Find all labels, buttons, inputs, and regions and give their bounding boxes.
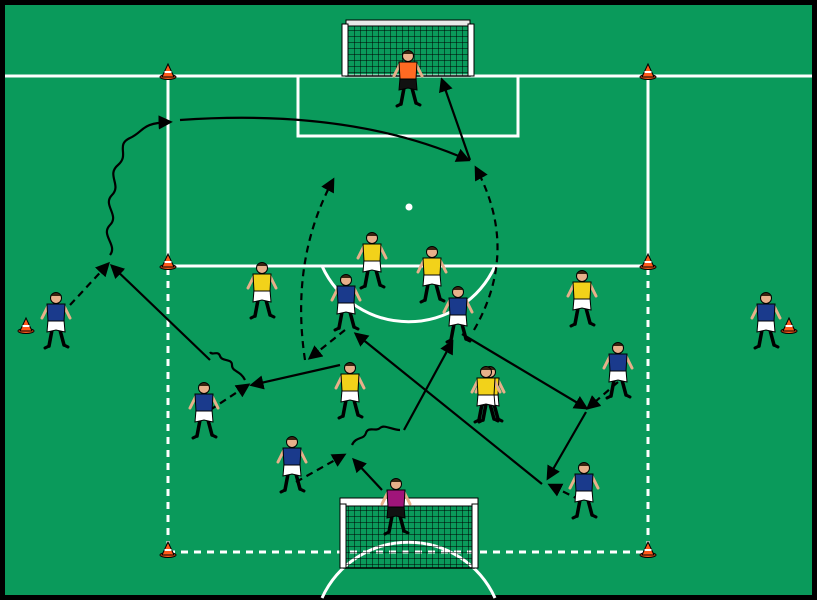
cone-icon bbox=[639, 62, 657, 80]
player-icon bbox=[246, 262, 278, 320]
arrow-icon bbox=[69, 261, 110, 306]
goalkeeper-icon bbox=[380, 478, 412, 536]
cone-icon bbox=[159, 540, 177, 558]
player-icon bbox=[442, 286, 474, 344]
arrow-icon bbox=[439, 77, 472, 161]
goalkeeper-icon bbox=[392, 50, 424, 108]
cone-icon bbox=[780, 316, 798, 334]
player-icon bbox=[566, 270, 598, 328]
player-icon bbox=[416, 246, 448, 304]
arrow-icon bbox=[209, 351, 246, 381]
cone-icon bbox=[159, 252, 177, 270]
penalty-spot bbox=[405, 203, 413, 211]
player-icon bbox=[602, 342, 634, 400]
cone-icon bbox=[639, 540, 657, 558]
player-icon bbox=[330, 274, 362, 332]
cone-icon bbox=[159, 62, 177, 80]
pitch-grass bbox=[5, 5, 812, 595]
arrow-icon bbox=[352, 457, 383, 491]
player-icon bbox=[40, 292, 72, 350]
arrow-icon bbox=[179, 116, 471, 162]
player-icon bbox=[334, 362, 366, 420]
arrow-icon bbox=[307, 329, 346, 360]
arrow-icon bbox=[109, 264, 211, 361]
player-icon bbox=[750, 292, 782, 350]
arrow-icon bbox=[105, 115, 173, 256]
player-icon bbox=[276, 436, 308, 494]
arrow-icon bbox=[473, 165, 499, 331]
movement-arrows bbox=[69, 77, 619, 501]
arrow-icon bbox=[461, 333, 589, 410]
arrow-icon bbox=[403, 339, 454, 431]
player-icon bbox=[188, 382, 220, 440]
arrow-icon bbox=[350, 425, 401, 446]
player-icon bbox=[568, 462, 600, 520]
cone-icon bbox=[639, 252, 657, 270]
player-icon bbox=[356, 232, 388, 290]
arrow-icon bbox=[295, 453, 347, 483]
arrow-icon bbox=[209, 383, 251, 411]
player-icon bbox=[470, 366, 502, 424]
arrow-icon bbox=[353, 332, 543, 485]
arrow-icon bbox=[249, 363, 341, 390]
cone-icon bbox=[17, 316, 35, 334]
arrow-icon bbox=[546, 411, 587, 481]
